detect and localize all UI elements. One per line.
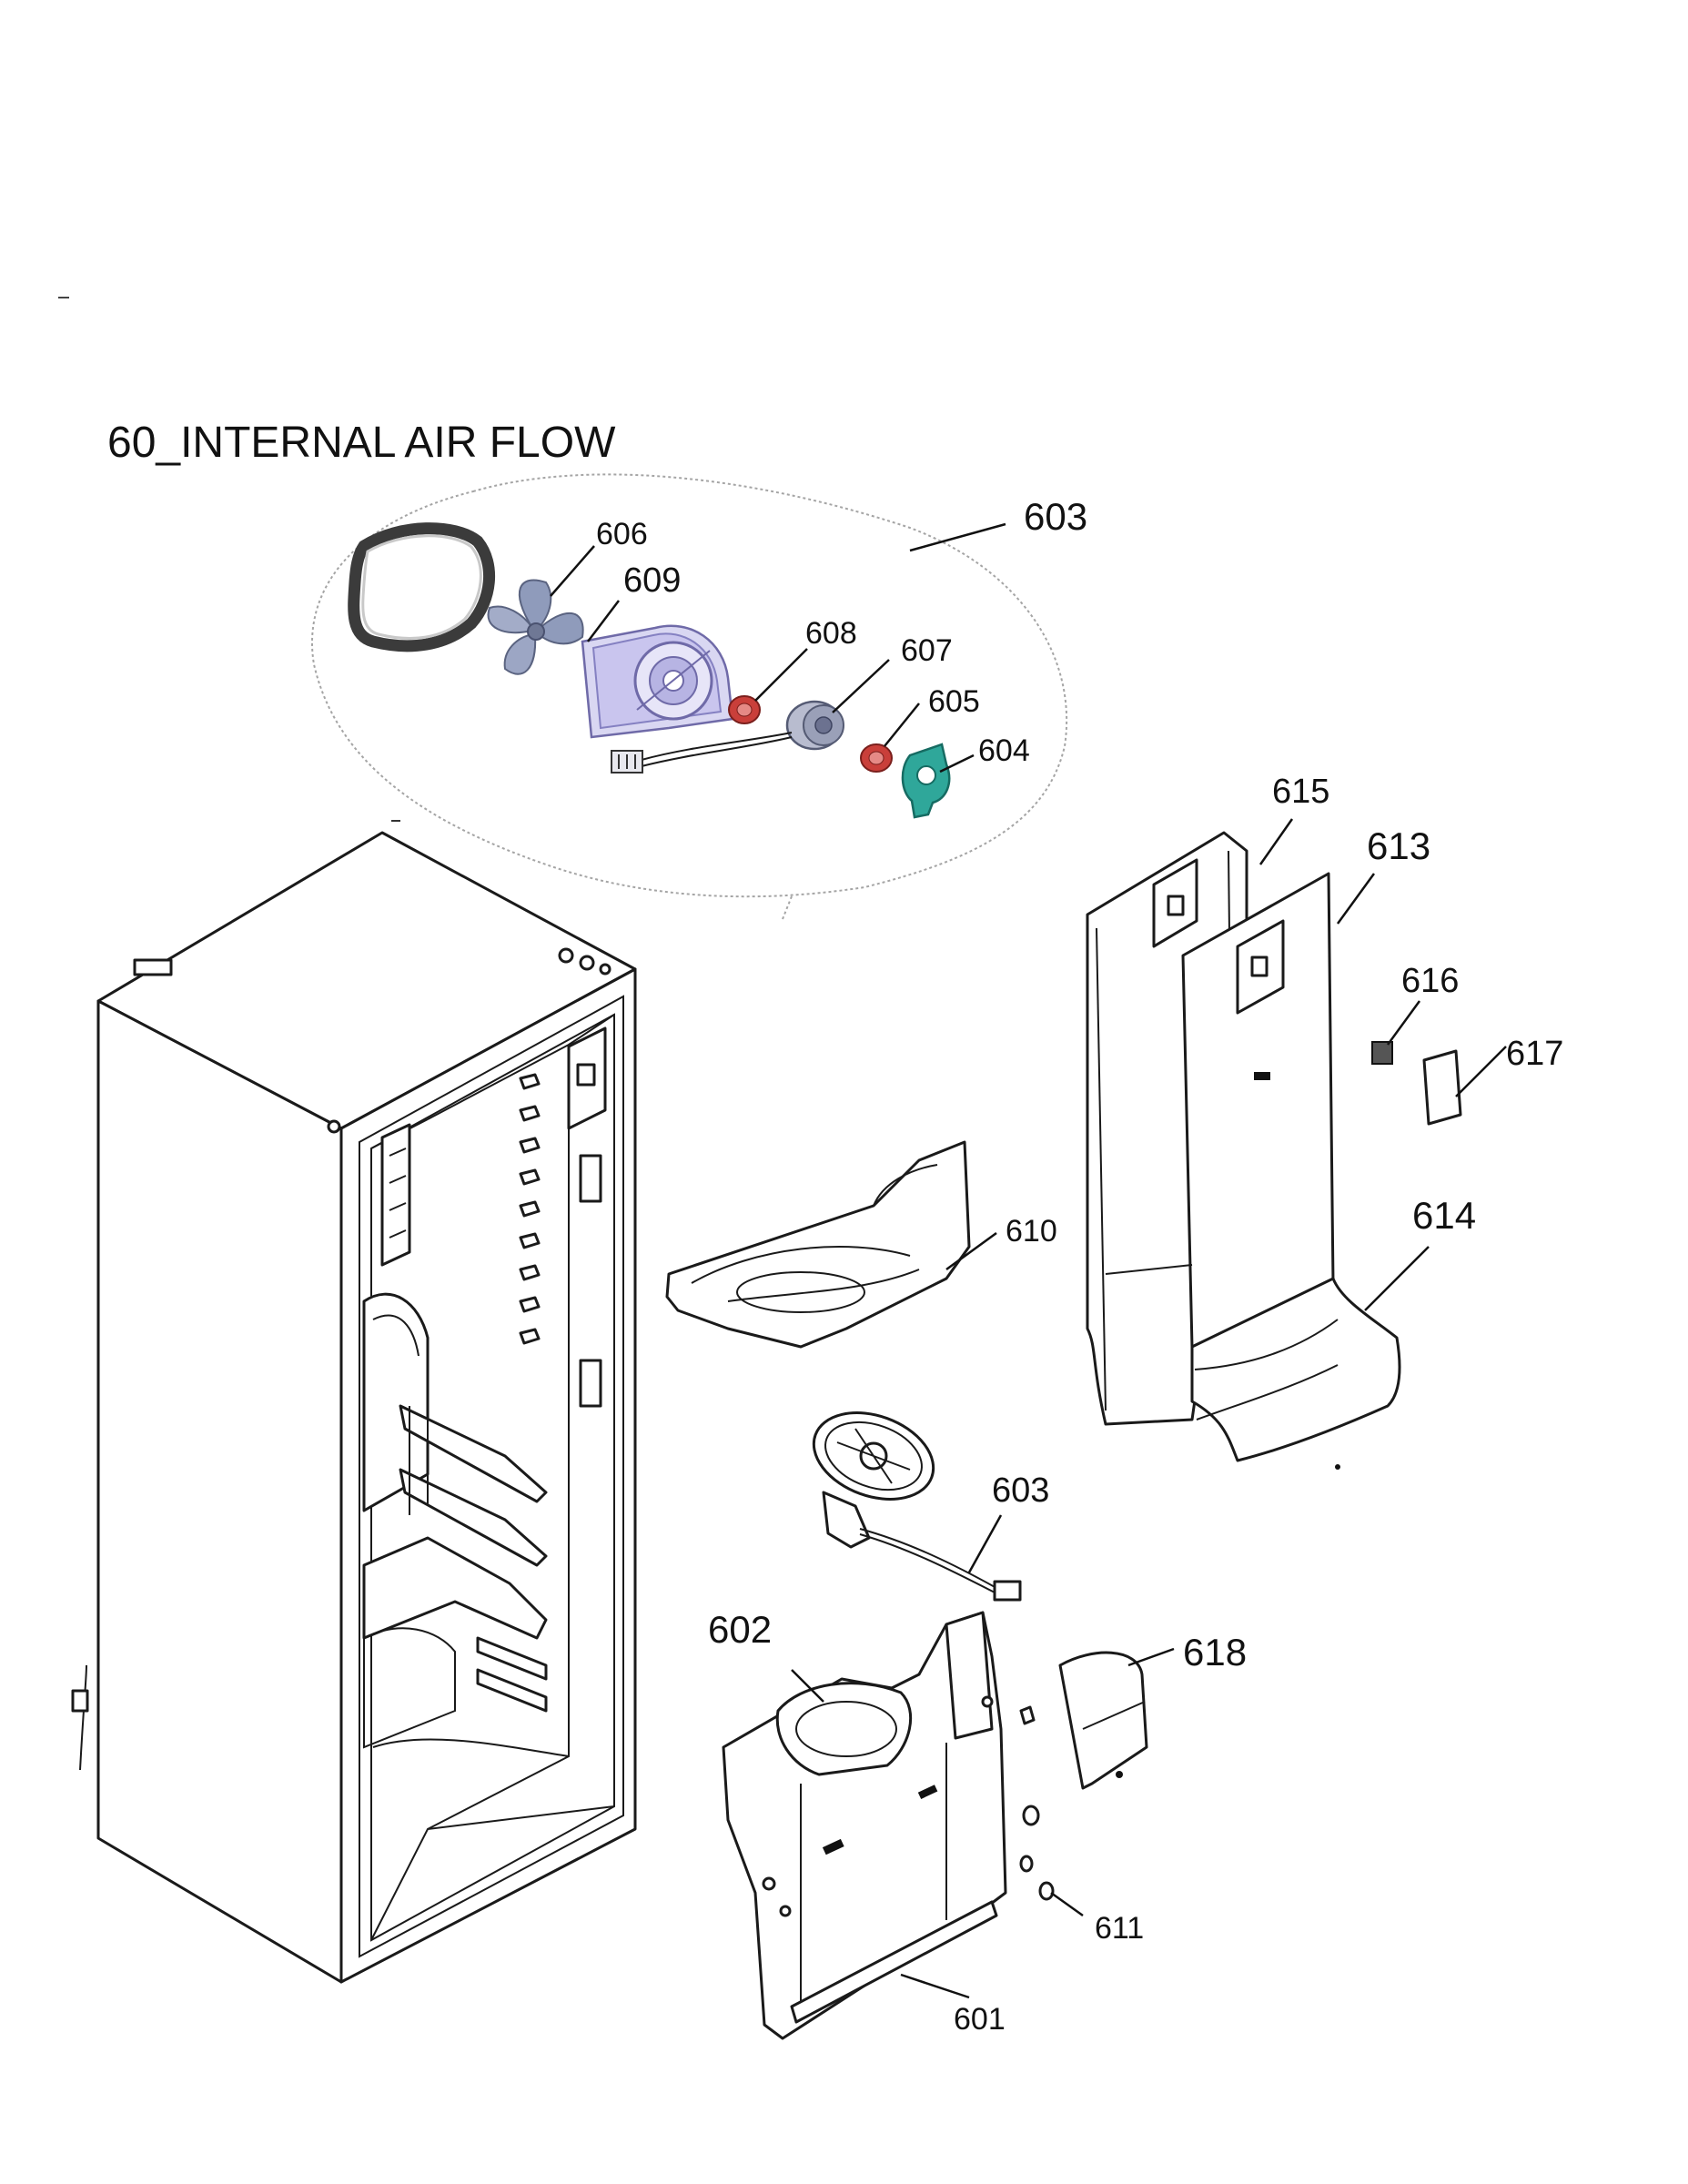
callout-605: 605 — [928, 684, 980, 719]
callout-607: 607 — [901, 633, 953, 668]
leader-601 — [900, 1973, 970, 1999]
callout-613: 613 — [1367, 824, 1430, 867]
leader-603-top — [909, 522, 1006, 552]
fan-assembly-outline — [311, 473, 1068, 898]
motor-bracket — [901, 743, 951, 819]
callout-609: 609 — [623, 561, 681, 600]
leader-610 — [945, 1231, 997, 1271]
fan-assembly-group — [311, 473, 1068, 920]
callout-616: 616 — [1401, 962, 1459, 1000]
leader-614 — [1364, 1246, 1430, 1311]
callout-615: 615 — [1272, 773, 1329, 811]
leader-615 — [1258, 818, 1294, 865]
callout-603-mid: 603 — [992, 1471, 1049, 1510]
callout-611: 611 — [1095, 1911, 1144, 1946]
leader-602 — [791, 1669, 824, 1703]
part-611-fasteners — [1019, 1705, 1055, 1901]
leader-606 — [550, 545, 595, 597]
part-616 — [1371, 1041, 1393, 1065]
part-602-duct — [722, 1611, 1007, 2040]
leader-603-mid — [967, 1514, 1003, 1573]
rear-duct-panels — [1086, 831, 1401, 1470]
part-603-fan — [812, 1411, 1022, 1602]
fan-blade — [487, 579, 584, 675]
leader-609 — [587, 600, 620, 642]
callout-603-top: 603 — [1024, 495, 1087, 538]
gasket-ring — [348, 522, 496, 652]
shelf-supports — [519, 1073, 541, 1345]
leader-607 — [832, 659, 890, 713]
leader-604 — [939, 753, 975, 774]
part-617 — [1422, 1049, 1462, 1126]
refrigerator-cabinet — [71, 820, 637, 1984]
leader-611 — [1050, 1891, 1084, 1917]
page-title: 60_INTERNAL AIR FLOW — [107, 419, 616, 467]
leader-608 — [754, 648, 808, 702]
fan-assembly-outline-tail — [782, 895, 793, 920]
gasket-ring-inner — [361, 534, 482, 640]
callout-618: 618 — [1183, 1631, 1247, 1673]
part-610-duct — [665, 1140, 971, 1349]
callout-606: 606 — [596, 517, 648, 551]
callout-604: 604 — [978, 733, 1030, 768]
callout-617: 617 — [1506, 1035, 1563, 1073]
leader-618 — [1127, 1647, 1175, 1667]
callout-601: 601 — [954, 2002, 1006, 2037]
fan-motor — [785, 700, 844, 751]
leader-616 — [1386, 1000, 1421, 1046]
leader-605 — [884, 703, 920, 747]
fan-shroud — [581, 624, 734, 739]
callout-610: 610 — [1006, 1214, 1057, 1249]
callout-614: 614 — [1412, 1194, 1476, 1237]
motor-wire-harness — [641, 732, 793, 761]
leader-613 — [1336, 873, 1376, 925]
panel-614 — [1190, 1277, 1401, 1462]
callout-608: 608 — [805, 616, 857, 651]
leader-617 — [1455, 1046, 1507, 1097]
callout-602: 602 — [708, 1608, 772, 1651]
